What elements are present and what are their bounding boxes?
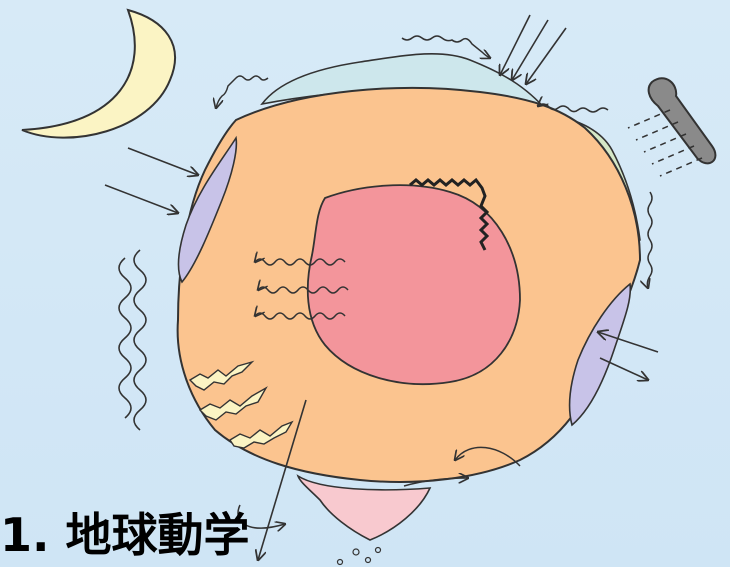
radiation-waves-left: [119, 250, 146, 430]
caption-title: 1. 地球動学: [0, 512, 250, 558]
volcano-icon: [298, 476, 430, 540]
moon-icon: [22, 10, 175, 138]
earth-core: [308, 185, 520, 384]
ash-particles: [338, 548, 381, 565]
